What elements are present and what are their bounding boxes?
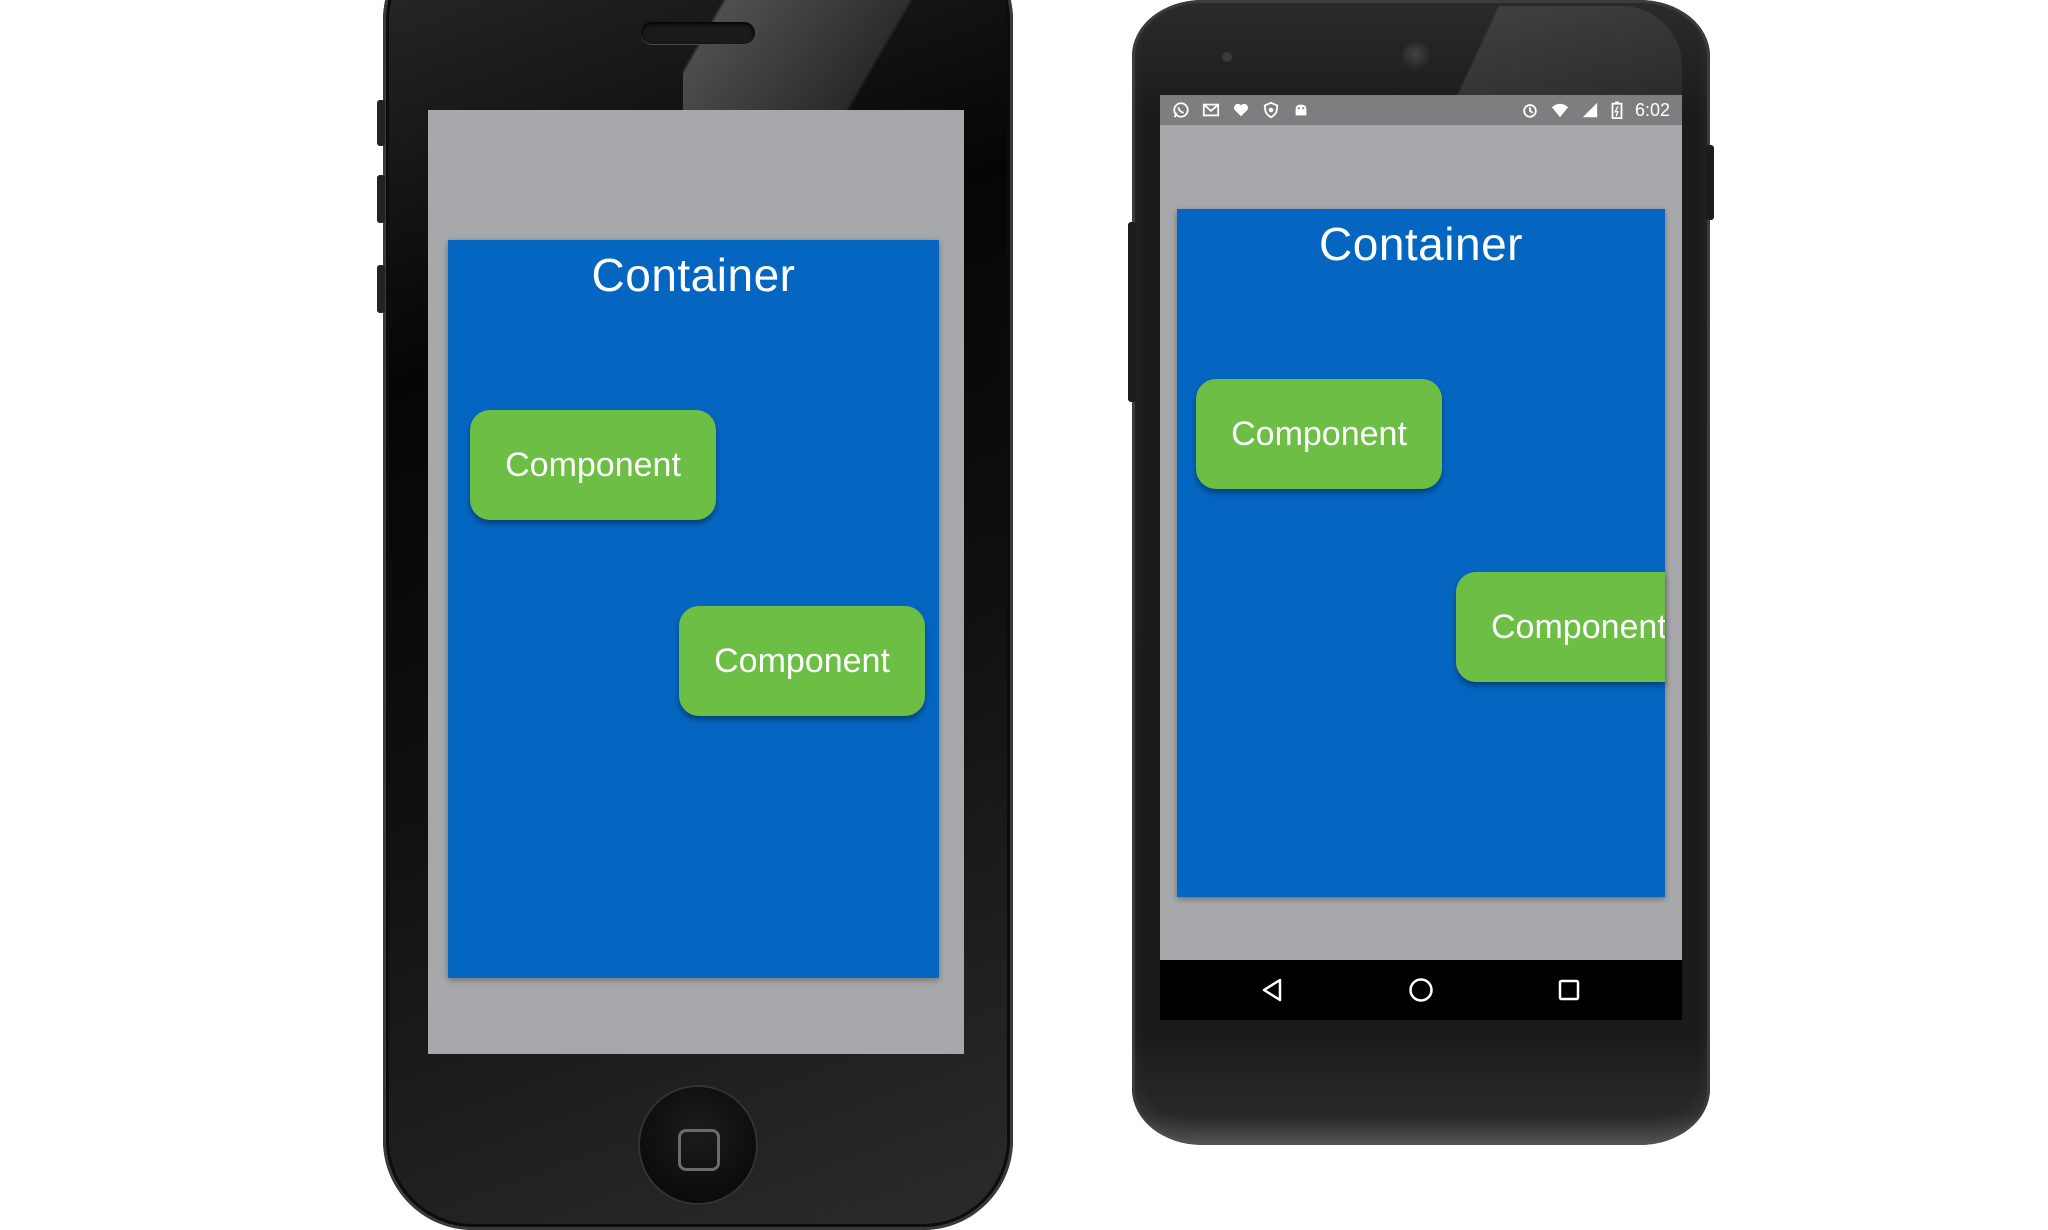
home-square-icon <box>678 1129 720 1171</box>
android-icon <box>1292 101 1310 119</box>
signal-icon <box>1581 101 1599 119</box>
android-component-2[interactable]: Component <box>1456 572 1665 682</box>
home-icon[interactable] <box>1406 975 1436 1005</box>
android-front-camera-icon <box>1402 42 1432 72</box>
iphone-glass-reflection <box>683 0 1023 110</box>
ios-component-1[interactable]: Component <box>470 410 716 520</box>
wifi-icon <box>1551 101 1569 119</box>
android-component-1[interactable]: Component <box>1196 379 1442 489</box>
android-device: 6:02 Container Component Component <box>1128 0 1714 1145</box>
back-icon[interactable] <box>1258 975 1288 1005</box>
alarm-icon <box>1521 101 1539 119</box>
android-proximity-sensor <box>1222 52 1232 62</box>
iphone-screen: Container Component Component <box>428 110 964 1054</box>
android-status-bar: 6:02 <box>1160 95 1682 125</box>
status-time: 6:02 <box>1634 99 1670 120</box>
iphone-mute-switch <box>377 100 385 146</box>
iphone-volume-up-button <box>377 175 385 223</box>
gmail-icon <box>1202 101 1220 119</box>
ios-component-2[interactable]: Component <box>679 606 925 716</box>
whatsapp-icon <box>1172 101 1190 119</box>
iphone-home-button[interactable] <box>638 1085 758 1205</box>
android-glass-reflection <box>1422 6 1682 96</box>
status-left-icons <box>1172 95 1310 125</box>
android-container-title: Container <box>1319 218 1523 270</box>
iphone-volume-down-button <box>377 265 385 313</box>
android-nav-bar <box>1160 960 1682 1020</box>
iphone-device: Container Component Component <box>377 0 1023 1230</box>
android-volume-button <box>1128 222 1136 402</box>
android-chin-highlight <box>1132 1115 1710 1145</box>
recents-icon[interactable] <box>1554 975 1584 1005</box>
battery-icon <box>1611 101 1623 119</box>
iphone-earpiece-speaker <box>641 22 755 44</box>
android-power-button <box>1706 145 1714 220</box>
shield-icon <box>1262 101 1280 119</box>
android-container: Container Component Component <box>1177 209 1665 897</box>
android-screen: 6:02 Container Component Component <box>1160 95 1682 1020</box>
ios-container-title: Container <box>591 249 796 301</box>
status-right-icons: 6:02 <box>1521 95 1670 125</box>
heart-icon <box>1232 101 1250 119</box>
ios-container: Container Component Component <box>448 240 939 978</box>
